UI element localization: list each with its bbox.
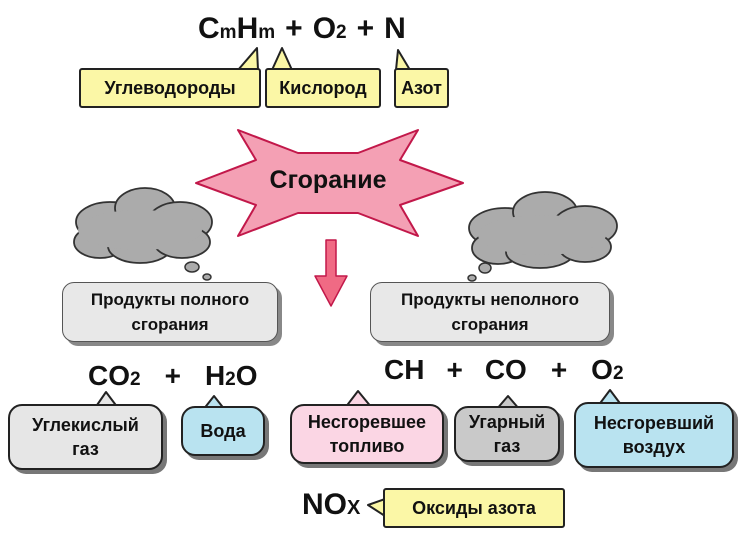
plus-sign: + — [446, 354, 463, 385]
nox-subscript: X — [347, 497, 361, 519]
complete-title-line2: сгорания — [131, 315, 209, 334]
unburned-air-line2: воздух — [622, 437, 686, 457]
plus-sign: + — [164, 360, 181, 391]
unburned-fuel-line1: Несгоревшее — [307, 411, 427, 432]
nox-symbol: NO — [302, 488, 347, 521]
co2-label-bubble: Углекислый газ — [8, 404, 163, 470]
complete-combustion-products-box: Продукты полного сгорания — [62, 282, 278, 342]
incomplete-combustion-products-box: Продукты неполного сгорания — [370, 282, 610, 342]
hydrocarbons-label: Углеводороды — [79, 68, 261, 108]
co-symbol: CO — [484, 354, 527, 385]
h2o-subscript: 2 — [225, 369, 236, 390]
water-label-bubble: Вода — [181, 406, 265, 456]
nox-formula: NOX — [302, 490, 360, 520]
o2-subscript: 2 — [612, 363, 624, 384]
combustion-label: Сгорание — [269, 166, 387, 194]
co-label-line1: Угарный — [468, 411, 546, 432]
incomplete-products-formula: CH + CO + O2 — [384, 356, 624, 384]
oxygen-subscript: 2 — [336, 22, 347, 43]
co2-label-line2: газ — [72, 439, 99, 459]
carbon-symbol: C — [198, 12, 220, 45]
carbon-subscript: m — [219, 22, 237, 43]
co2-symbol: CO — [88, 360, 130, 391]
plus-sign: + — [285, 12, 303, 45]
unburned-air-bubble: Несгоревший воздух — [574, 402, 734, 468]
nitrogen-symbol: N — [384, 12, 406, 45]
complete-products-formula: CO2+H2O — [88, 362, 258, 390]
o2-symbol: O — [591, 354, 613, 385]
nox-label: Оксиды азота — [383, 488, 565, 528]
incomplete-title-line1: Продукты неполного — [401, 289, 579, 309]
fuel-formula: CmHm + O2 + N — [198, 14, 406, 44]
complete-title-line1: Продукты полного — [90, 289, 250, 309]
unburned-fuel-bubble: Несгоревшее топливо — [290, 404, 444, 464]
oxygen-symbol: O — [312, 12, 337, 45]
ch-symbol: CH — [384, 354, 425, 385]
co-label-line2: газ — [493, 436, 521, 456]
plus-sign: + — [356, 12, 375, 45]
carbon-monoxide-bubble: Угарный газ — [454, 406, 560, 462]
co2-subscript: 2 — [130, 369, 141, 390]
h2o-h-symbol: H — [204, 360, 226, 391]
oxygen-label: Кислород — [265, 68, 381, 108]
hydrogen-symbol: H — [236, 12, 259, 45]
plus-sign: + — [550, 354, 568, 385]
incomplete-title-line2: сгорания — [451, 315, 529, 334]
h2o-o-symbol: O — [235, 360, 258, 391]
nitrogen-label: Азот — [394, 68, 449, 108]
co2-label-line1: Углекислый — [32, 414, 139, 435]
hydrogen-subscript: m — [258, 22, 276, 43]
unburned-fuel-line2: топливо — [329, 436, 405, 456]
unburned-air-line1: Несгоревший — [593, 412, 715, 433]
